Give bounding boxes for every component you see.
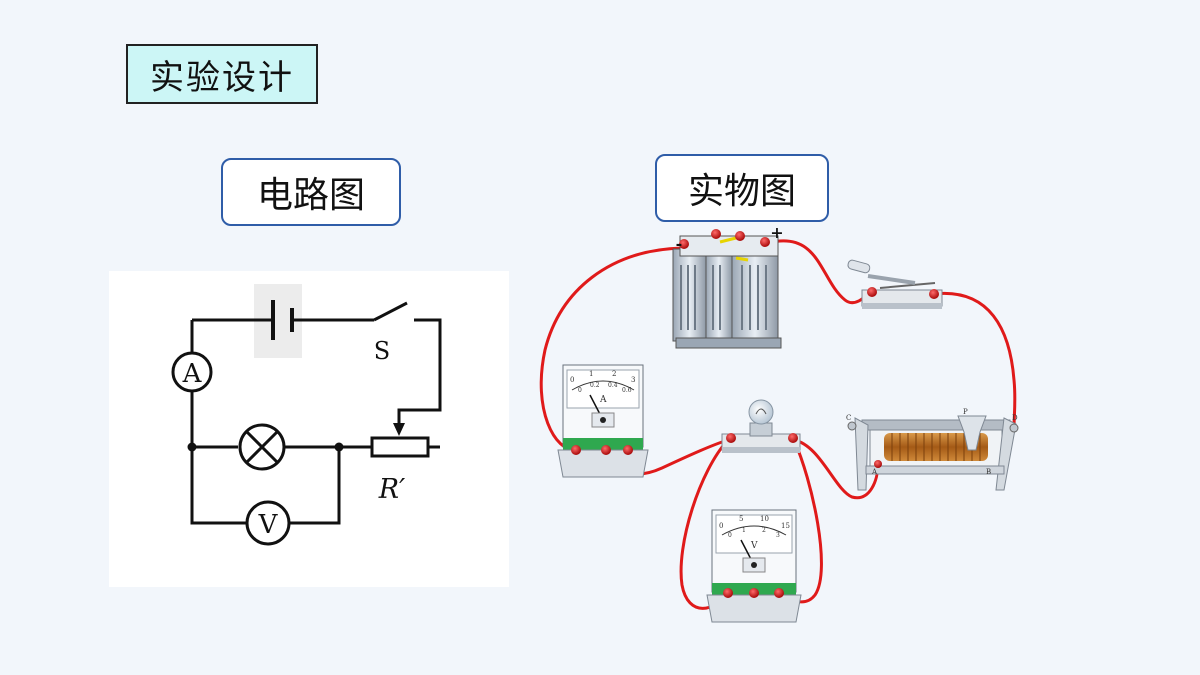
- rheostat-symbol: [370, 436, 430, 458]
- voltmeter-scale-small-3: 3: [776, 532, 780, 539]
- ammeter-letter: A: [182, 359, 203, 389]
- ammeter-scale-small-0: 0: [578, 387, 582, 394]
- knife-switch: [847, 259, 943, 309]
- wire-battery-switch: [766, 239, 872, 305]
- physical-diagram-label: 实物图: [655, 154, 829, 222]
- rheostat-slider-arrow: [393, 423, 405, 436]
- ammeter-symbol: [171, 351, 213, 393]
- rheostat: [847, 415, 1019, 491]
- rheostat-terminal-d: D: [1012, 414, 1018, 422]
- battery-negative-terminal: [679, 239, 689, 249]
- page-title: 实验设计: [126, 44, 318, 104]
- wire-battery-ammeter: [539, 246, 684, 452]
- switch-blade: [373, 301, 408, 322]
- voltmeter-scale-3: 15: [781, 522, 790, 530]
- wire-lamp-rheostat: [792, 438, 880, 500]
- wire-switch-rheostat: [932, 291, 1017, 430]
- rheostat-label: R′: [378, 474, 405, 505]
- lamp-cross: [244, 429, 280, 465]
- junction-left: [187, 442, 197, 452]
- voltmeter-scale-small-2: 2: [762, 527, 766, 534]
- ammeter-scale-2: 2: [612, 370, 616, 378]
- circuit-diagram-panel: [109, 271, 509, 587]
- voltmeter: [706, 509, 802, 623]
- voltmeter-symbol: [245, 500, 291, 546]
- circuit-schematic: [171, 284, 442, 546]
- voltmeter-scale-1: 5: [739, 515, 743, 523]
- circuit-diagram-label: 电路图: [221, 158, 401, 226]
- voltmeter-letter: V: [258, 510, 279, 540]
- ammeter-scale-1: 1: [589, 370, 593, 378]
- ammeter-scale-0: 0: [570, 376, 574, 384]
- ammeter-scale-small-3: 0.6: [622, 387, 632, 394]
- switch-label: S: [374, 337, 390, 365]
- ammeter-scale-small-2: 0.4: [608, 382, 618, 389]
- ammeter-face-letter: A: [599, 395, 607, 405]
- ammeter-scale-small-1: 0.2: [590, 382, 600, 389]
- junction-right: [334, 442, 344, 452]
- rheostat-terminal-a: A: [871, 468, 878, 476]
- voltmeter-scale-0: 0: [719, 522, 723, 530]
- rheostat-terminal-c: C: [846, 414, 851, 422]
- voltmeter-scale-small-1: 1: [742, 527, 746, 534]
- voltmeter-scale-2: 10: [760, 515, 769, 523]
- ammeter: [557, 364, 649, 478]
- lamp-holder: [721, 399, 801, 453]
- rheostat-terminal-p: P: [963, 408, 968, 416]
- voltmeter-face-letter: V: [750, 541, 758, 551]
- battery-minus-sign: -: [676, 234, 683, 253]
- battery-positive-terminal: [760, 237, 770, 247]
- ammeter-scale-3: 3: [631, 376, 635, 384]
- battery-pack: [672, 229, 782, 349]
- battery-plus-sign: +: [770, 223, 783, 242]
- voltmeter-scale-small-0: 0: [728, 532, 732, 539]
- rheostat-terminal-b: B: [986, 468, 991, 476]
